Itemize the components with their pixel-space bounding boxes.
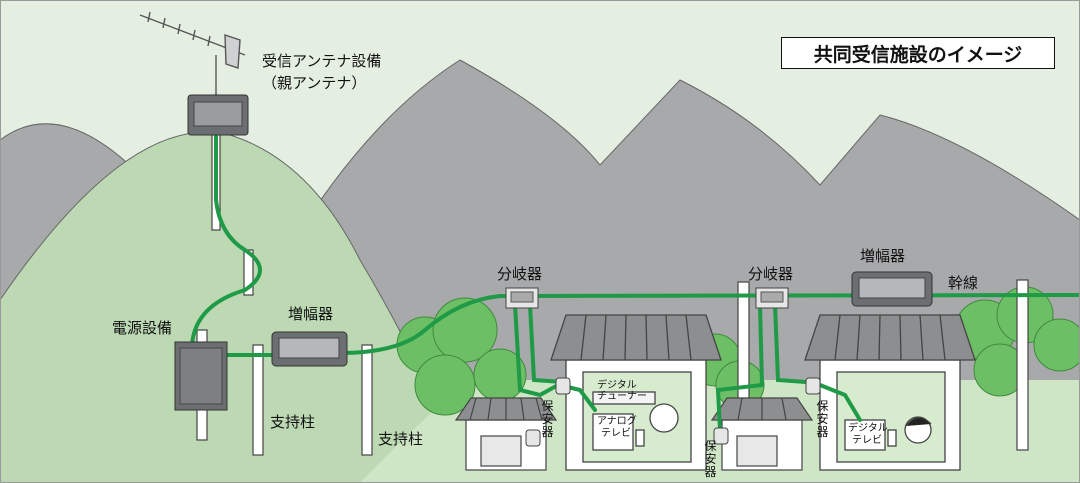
digital-tv-label-line2: テレビ xyxy=(852,435,882,446)
house-large-1 xyxy=(550,314,722,471)
analog-tv-label-line2: テレビ xyxy=(601,428,631,439)
power-label: 電源設備 xyxy=(112,319,173,337)
digital-tuner-label-line1: デジタル xyxy=(597,380,637,391)
splitter-1-label: 分岐器 xyxy=(497,265,543,283)
support-pole-label-1: 支持柱 xyxy=(270,413,316,431)
antenna-label-line2: （親アンテナ） xyxy=(262,74,367,92)
splitter-2-label: 分岐器 xyxy=(748,265,794,283)
analog-tv-label-line1: アナログ xyxy=(597,416,637,427)
digital-tv-label-line1: デジタル xyxy=(848,423,888,434)
amplifier-right-label: 増幅器 xyxy=(860,247,906,265)
power-supply-icon xyxy=(174,341,228,411)
splitter-1-icon xyxy=(505,287,539,309)
protector-label-3: 保安器 xyxy=(816,399,829,439)
house-small-middle xyxy=(710,397,814,471)
protector-label-2: 保安器 xyxy=(704,439,717,479)
tree-clusters xyxy=(396,286,1080,416)
support-pole-label-2: 支持柱 xyxy=(378,430,424,448)
amplifier-right-icon xyxy=(851,271,933,307)
house-small-left xyxy=(454,397,558,471)
trunk-line-label: 幹線 xyxy=(948,274,979,292)
digital-tuner-label-line2: チューナー xyxy=(597,391,647,402)
antenna-label-line1: 受信アンテナ設備 xyxy=(262,52,382,70)
amplifier-left-label: 増幅器 xyxy=(288,305,334,323)
splitter-2-icon xyxy=(755,287,789,309)
cables xyxy=(190,133,1080,432)
house-large-2 xyxy=(804,314,976,471)
antenna-amplifier-icon xyxy=(187,94,249,136)
protector-label-1: 保安器 xyxy=(541,399,554,439)
antenna-icon xyxy=(139,11,246,95)
diagram-title: 共同受信施設のイメージ xyxy=(781,37,1055,69)
amplifier-left-icon xyxy=(271,331,348,367)
protector-icons xyxy=(525,377,821,447)
